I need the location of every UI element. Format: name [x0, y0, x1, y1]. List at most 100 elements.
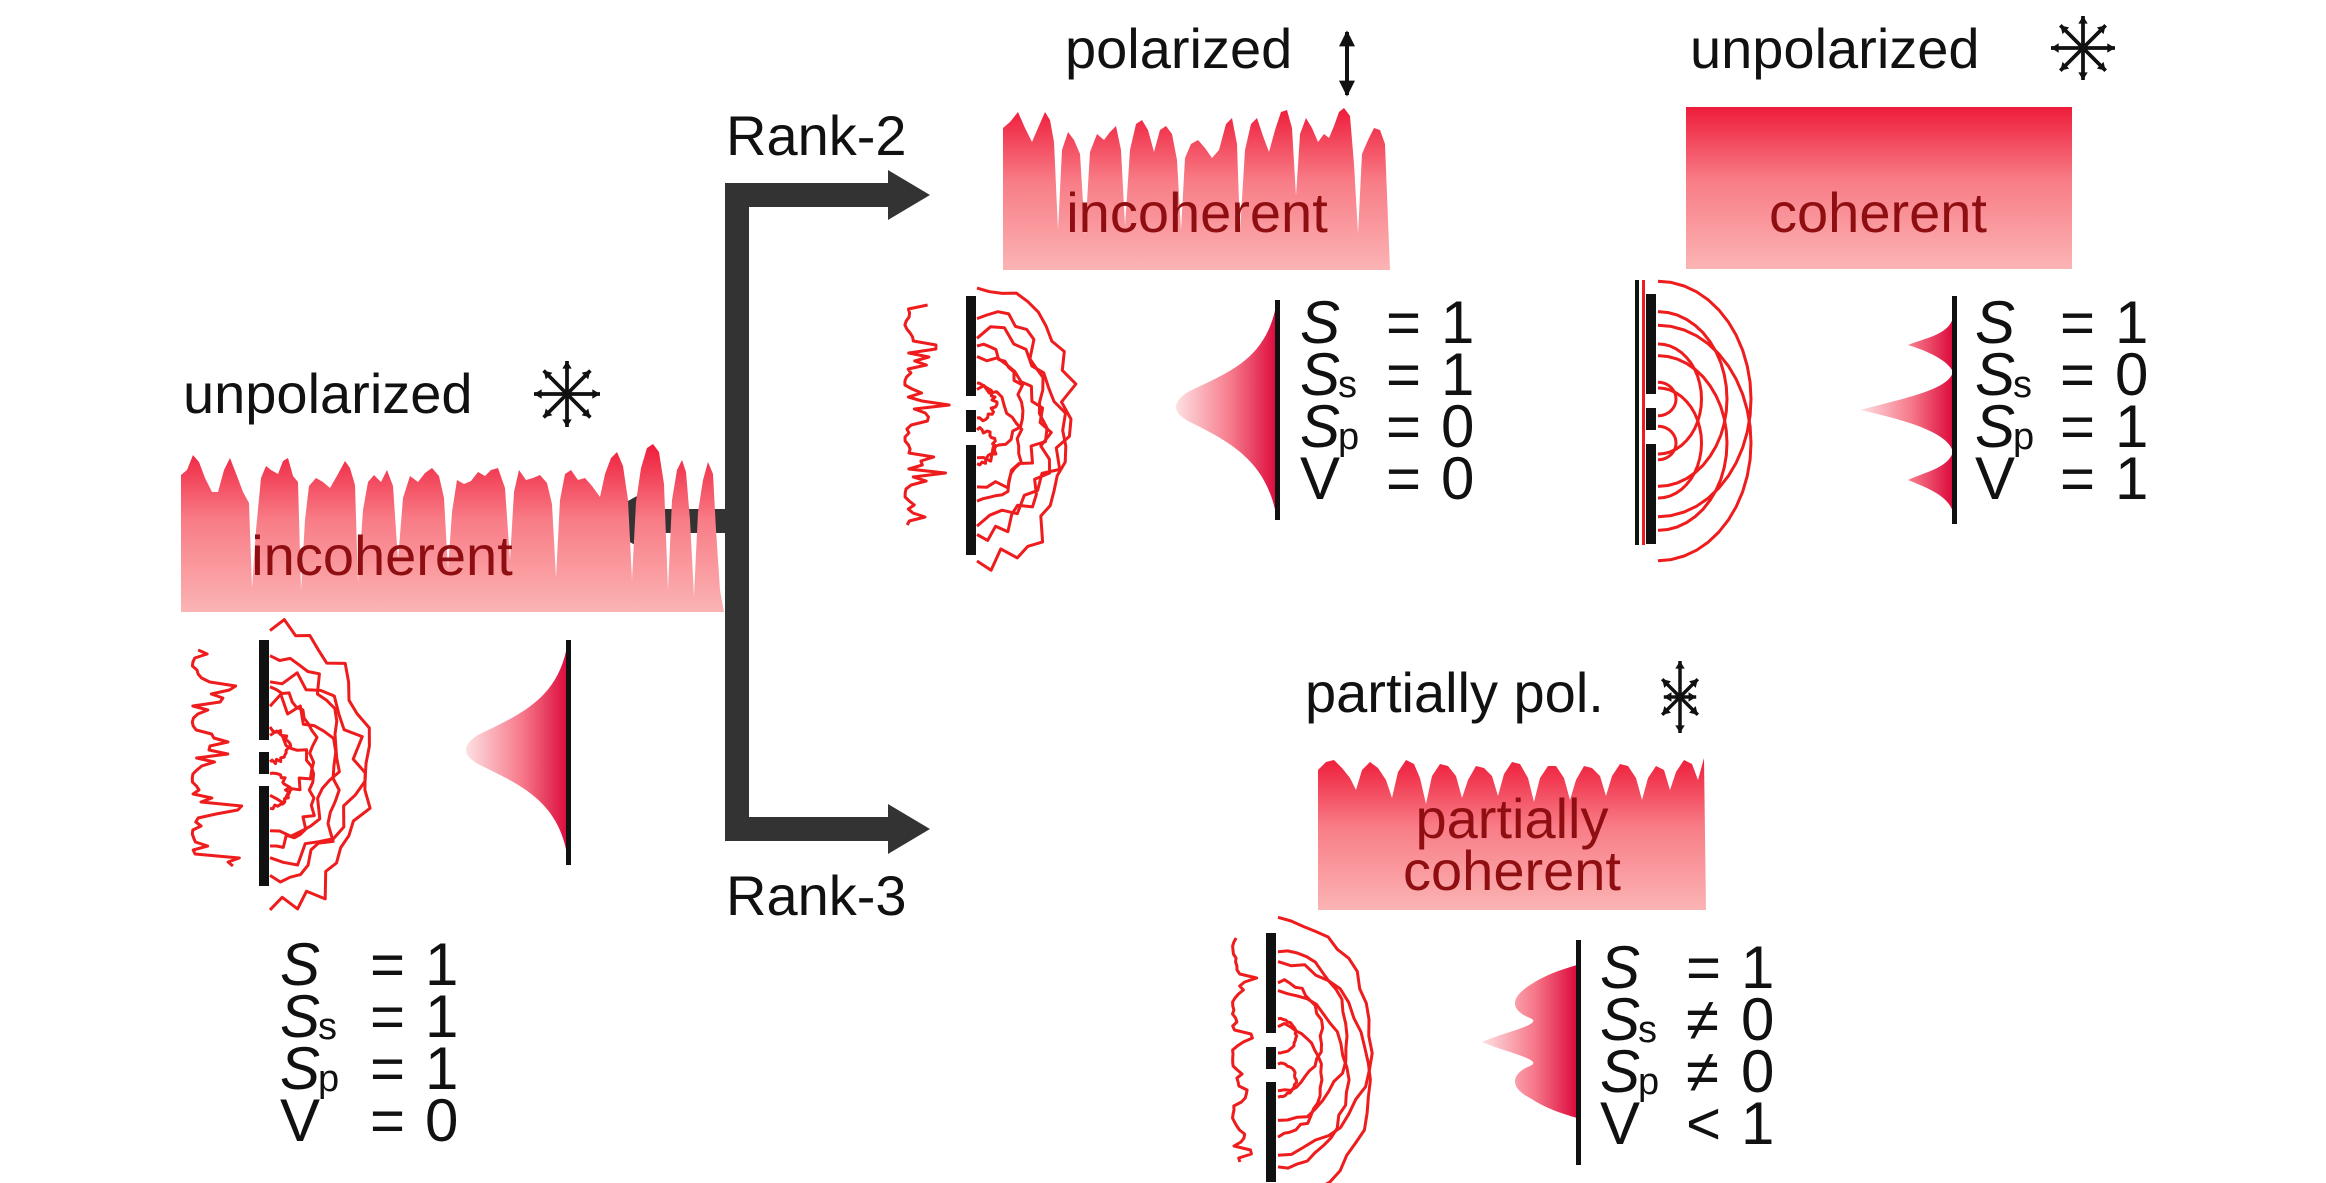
rank2-unpolarized-screen-line — [1952, 296, 1957, 524]
param-symbol: V — [1975, 445, 2015, 512]
param-symbol: V — [1600, 1090, 1640, 1157]
param-value: 1 — [1741, 934, 1774, 1001]
param-relation: = — [370, 1035, 405, 1102]
rank2-polarized-input-field — [903, 303, 951, 526]
param-relation: ≠ — [1686, 986, 1719, 1053]
param-value: 1 — [425, 983, 458, 1050]
rank3-partial-diffracted-wavelets — [1277, 915, 1374, 1183]
param-value: 1 — [1441, 289, 1474, 356]
rank3-partial-panel: partially pol. partially coherent S=1Ss≠… — [1231, 661, 1774, 1183]
rank3-partial-interference-pattern — [1482, 965, 1577, 1118]
param-relation: = — [1686, 934, 1721, 1001]
source-coherence-label: incoherent — [251, 524, 513, 587]
param-relation: = — [2060, 289, 2095, 356]
source-diffracted-wavelets — [268, 618, 372, 911]
source-panel: unpolarized incoherent S=1Ss=1Sp=1V=0 — [181, 361, 724, 1154]
rank2-polarized-coherence-label: incoherent — [1066, 181, 1328, 244]
param-value: 1 — [1441, 341, 1474, 408]
rank2-unpolarized-params: S=1Ss=0Sp=1V=1 — [1975, 289, 2148, 512]
param-value: 0 — [1741, 986, 1774, 1053]
rank3-partial-screen-line — [1576, 940, 1581, 1165]
rank3-partial-input-field — [1231, 937, 1259, 1163]
rank2-unpolarized-panel: unpolarized coherent S=1Ss=0Sp=1V=1 — [1635, 16, 2148, 563]
param-subscript: p — [1338, 416, 1359, 458]
unpolarized-star-icon — [2051, 16, 2115, 80]
param-relation: = — [370, 1087, 405, 1154]
rank3-partial-label: partially pol. — [1305, 661, 1604, 724]
rank3-partial-double-slit — [1266, 933, 1276, 1182]
param-symbol: S — [1975, 393, 2015, 460]
param-subscript: s — [2013, 364, 2032, 406]
param-relation: = — [1386, 393, 1421, 460]
param-value: 1 — [1741, 1090, 1774, 1157]
param-symbol: S — [1600, 1038, 1640, 1105]
rank2-unpolarized-input-field — [1635, 280, 1645, 545]
rank3-partial-coherence-line1: partially — [1416, 787, 1609, 850]
param-relation: = — [2060, 393, 2095, 460]
param-subscript: p — [1638, 1061, 1659, 1103]
rank3-partial-intensity-box — [1318, 758, 1706, 910]
param-subscript: p — [2013, 416, 2034, 458]
param-relation: < — [1686, 1090, 1721, 1157]
source-input-field — [190, 648, 244, 868]
rank2-unpolarized-intensity-box — [1686, 107, 2072, 269]
param-symbol: S — [280, 983, 320, 1050]
param-relation: = — [1386, 445, 1421, 512]
rank2-unpolarized-interference-pattern — [1860, 318, 1953, 512]
param-relation: = — [2060, 341, 2095, 408]
param-value: 1 — [425, 931, 458, 998]
param-subscript: p — [318, 1058, 339, 1100]
source-screen-line — [566, 640, 571, 865]
param-symbol: V — [1300, 445, 1340, 512]
source-polarization-label: unpolarized — [183, 362, 473, 425]
rank2-polarized-params: S=1Ss=1Sp=0V=0 — [1300, 289, 1474, 512]
param-value: 0 — [2115, 341, 2148, 408]
param-relation: = — [370, 931, 405, 998]
param-value: 1 — [2115, 393, 2148, 460]
rank2-unpolarized-double-slit — [1646, 294, 1656, 544]
param-symbol: S — [1300, 393, 1340, 460]
param-relation: = — [370, 983, 405, 1050]
source-intensity-box — [181, 444, 724, 612]
param-relation: = — [1386, 289, 1421, 356]
rank2-polarized-panel: polarized incoherent S=1Ss=1Sp=0V=0 — [903, 17, 1474, 572]
rank2-unpolarized-diffracted-wavelets — [1657, 279, 1753, 563]
unpolarized-star-icon — [534, 361, 600, 427]
param-relation: ≠ — [1686, 1038, 1719, 1105]
param-value: 0 — [1441, 393, 1474, 460]
param-symbol: S — [1300, 341, 1340, 408]
param-value: 1 — [2115, 445, 2148, 512]
param-subscript: s — [1638, 1009, 1657, 1051]
rank2-polarized-label: polarized — [1065, 17, 1292, 80]
rank2-polarized-interference-pattern — [1176, 300, 1277, 520]
rank2-polarized-screen-line — [1275, 300, 1280, 520]
rank2-polarized-diffracted-wavelets — [976, 286, 1078, 572]
source-params: S=1Ss=1Sp=1V=0 — [280, 931, 458, 1154]
param-relation: = — [2060, 445, 2095, 512]
rank2-unpolarized-label: unpolarized — [1690, 17, 1980, 80]
source-double-slit — [259, 640, 269, 886]
source-interference-pattern — [466, 640, 568, 860]
param-symbol: S — [1975, 341, 2015, 408]
param-symbol: S — [1600, 934, 1640, 1001]
rank3-label: Rank-3 — [726, 864, 907, 927]
rank3-partial-params: S=1Ss≠0Sp≠0V<1 — [1600, 934, 1774, 1157]
param-relation: = — [1386, 341, 1421, 408]
param-symbol: V — [280, 1087, 320, 1154]
rank2-polarized-intensity-box — [1003, 108, 1390, 270]
rank2-polarized-double-slit — [966, 296, 976, 555]
param-symbol: S — [280, 931, 320, 998]
param-value: 0 — [1441, 445, 1474, 512]
param-symbol: S — [1975, 289, 2015, 356]
param-symbol: S — [1600, 986, 1640, 1053]
rank2-unpolarized-coherence-label: coherent — [1769, 181, 1987, 244]
partial-polarization-star-icon — [1660, 661, 1700, 733]
param-value: 0 — [425, 1087, 458, 1154]
param-symbol: S — [1300, 289, 1340, 356]
rank2-label: Rank-2 — [726, 104, 907, 167]
param-subscript: s — [318, 1006, 337, 1048]
param-value: 1 — [2115, 289, 2148, 356]
param-symbol: S — [280, 1035, 320, 1102]
param-subscript: s — [1338, 364, 1357, 406]
